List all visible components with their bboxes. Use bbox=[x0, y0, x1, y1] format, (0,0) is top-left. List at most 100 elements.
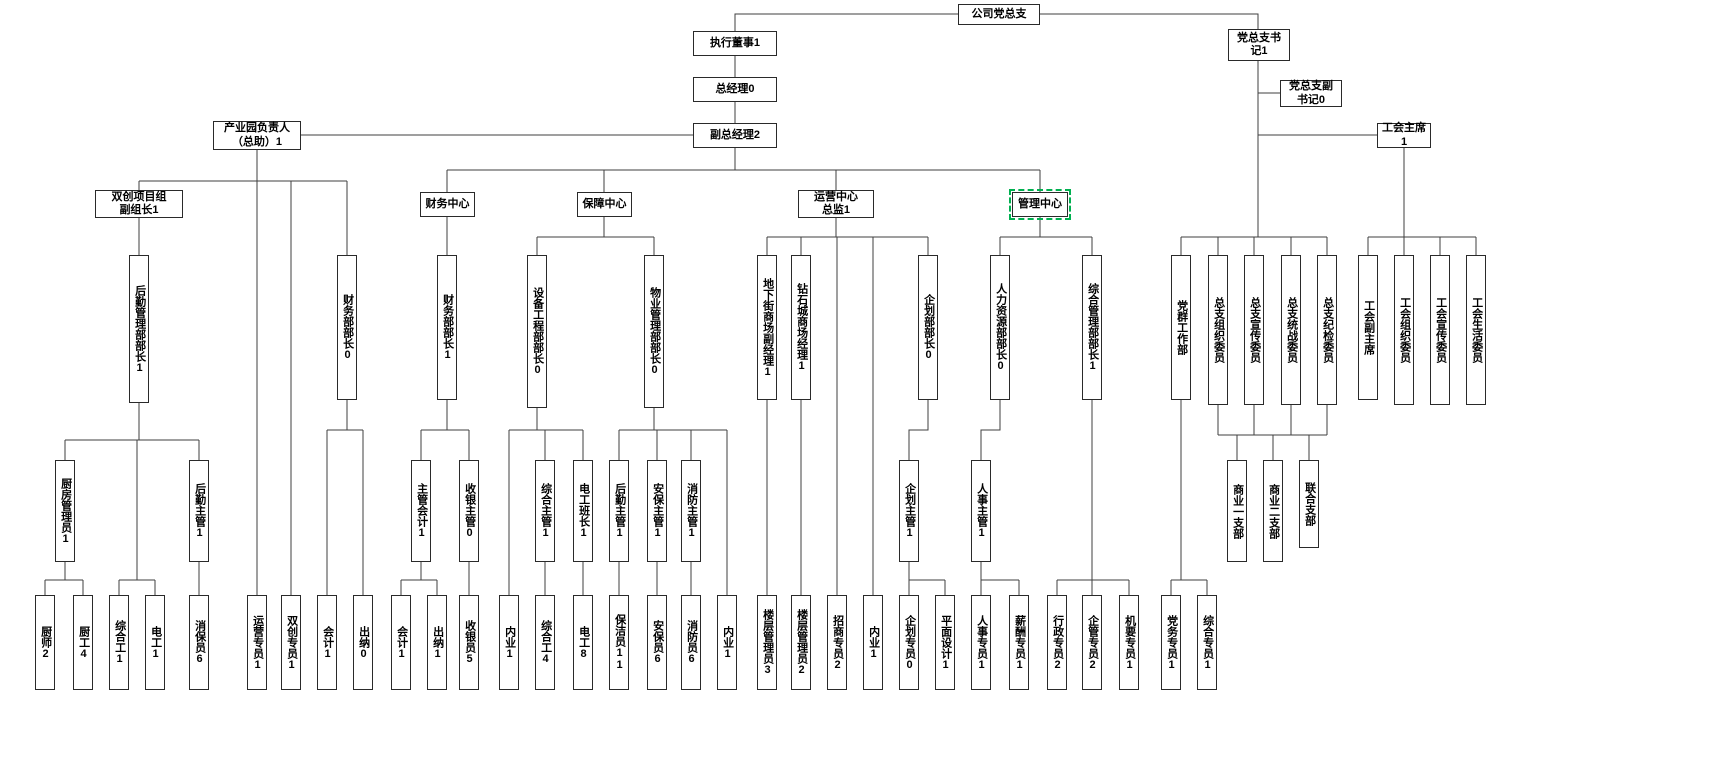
org-node-fire-security-staff[interactable]: 消保员6 bbox=[189, 595, 209, 690]
org-node-logistics-dept-head[interactable]: 后勤管理部部长1 bbox=[129, 255, 149, 403]
org-node-general-worker-b[interactable]: 综合工4 bbox=[535, 595, 555, 690]
org-node-party-mass-work-dept[interactable]: 党群工作部 bbox=[1171, 255, 1191, 400]
org-node-branch-publicity-committee[interactable]: 总支宣传委员 bbox=[1244, 255, 1264, 405]
org-node-property-mgmt-dept-head[interactable]: 物业管理部部长0 bbox=[644, 255, 664, 408]
org-node-label: 收银员5 bbox=[463, 620, 476, 665]
org-node-company-party-branch[interactable]: 公司党总支 bbox=[958, 4, 1040, 25]
org-node-label: 财务中心 bbox=[425, 197, 470, 210]
org-node-accountant-b[interactable]: 会计1 bbox=[391, 595, 411, 690]
org-node-general-manager[interactable]: 总经理0 bbox=[693, 77, 777, 102]
org-node-office-clerk-b[interactable]: 内业1 bbox=[717, 595, 737, 690]
org-node-general-specialist[interactable]: 综合专员1 bbox=[1197, 595, 1217, 690]
org-node-finance-center[interactable]: 财务中心 bbox=[420, 192, 475, 217]
org-node-cashier-out-b[interactable]: 出纳1 bbox=[427, 595, 447, 690]
org-node-finance-dept-head-0[interactable]: 财务部部长0 bbox=[337, 255, 357, 400]
org-node-branch-united-front-committee[interactable]: 总支统战委员 bbox=[1281, 255, 1301, 405]
org-node-electrician-a[interactable]: 电工1 bbox=[145, 595, 165, 690]
org-node-commercial-branch-2[interactable]: 商业二支部 bbox=[1263, 460, 1283, 562]
org-node-label: 会计1 bbox=[321, 625, 334, 660]
org-node-office-clerk-c[interactable]: 内业1 bbox=[863, 595, 883, 690]
org-node-label: 楼层管理员3 bbox=[761, 609, 774, 676]
org-node-personnel-specialist[interactable]: 人事专员1 bbox=[971, 595, 991, 690]
org-node-electrician-foreman[interactable]: 电工班长1 bbox=[573, 460, 593, 562]
org-node-general-worker-a[interactable]: 综合工1 bbox=[109, 595, 129, 690]
connector-line bbox=[1040, 13, 1259, 29]
org-node-cashier-staff[interactable]: 收银员5 bbox=[459, 595, 479, 690]
org-node-label: 厨工4 bbox=[77, 625, 90, 660]
org-node-industrial-park-head[interactable]: 产业园负责人 （总助）1 bbox=[213, 121, 301, 150]
org-node-label: 工会主席1 bbox=[1382, 122, 1426, 148]
org-node-cleaner-staff[interactable]: 保洁员11 bbox=[609, 595, 629, 690]
org-node-union-org-committee[interactable]: 工会组织委员 bbox=[1394, 255, 1414, 405]
org-node-electrician-b[interactable]: 电工8 bbox=[573, 595, 593, 690]
org-node-label: 总支宣传委员 bbox=[1248, 297, 1261, 363]
org-node-finance-dept-head-1[interactable]: 财务部部长1 bbox=[437, 255, 457, 400]
org-node-executive-director[interactable]: 执行董事1 bbox=[693, 31, 777, 56]
org-node-security-supervisor[interactable]: 安保主管1 bbox=[647, 460, 667, 562]
org-node-cashier-supervisor[interactable]: 收银主管0 bbox=[459, 460, 479, 562]
org-node-party-secretary[interactable]: 党总支书 记1 bbox=[1228, 29, 1290, 61]
org-node-general-mgmt-dept-head[interactable]: 综合管理部部长1 bbox=[1082, 255, 1102, 400]
org-node-deputy-party-secretary[interactable]: 党总支副 书记0 bbox=[1280, 80, 1342, 107]
org-node-union-chairman[interactable]: 工会主席1 bbox=[1377, 122, 1431, 148]
org-node-joint-branch[interactable]: 联合支部 bbox=[1299, 460, 1319, 548]
org-node-planning-specialist[interactable]: 企划专员0 bbox=[899, 595, 919, 690]
org-node-hr-dept-head[interactable]: 人力资源部部长0 bbox=[990, 255, 1010, 400]
org-node-planning-dept-head[interactable]: 企划部部长0 bbox=[918, 255, 938, 400]
org-node-graphic-designer[interactable]: 平面设计1 bbox=[935, 595, 955, 690]
org-node-compensation-specialist[interactable]: 薪酬专员1 bbox=[1009, 595, 1029, 690]
org-node-union-life-committee[interactable]: 工会生活委员 bbox=[1466, 255, 1486, 405]
org-node-enterprise-mgmt-specialist[interactable]: 企管专员2 bbox=[1082, 595, 1102, 690]
org-node-label: 双创专员1 bbox=[285, 614, 298, 671]
org-node-union-vice-chairman[interactable]: 工会副主席 bbox=[1358, 255, 1378, 400]
org-node-label: 电工1 bbox=[149, 625, 162, 660]
org-node-label: 安保主管1 bbox=[651, 483, 664, 539]
org-node-label: 综合工1 bbox=[113, 620, 126, 665]
org-node-party-affairs-specialist[interactable]: 党务专员1 bbox=[1161, 595, 1181, 690]
org-node-operations-specialist[interactable]: 运营专员1 bbox=[247, 595, 267, 690]
org-node-security-staff[interactable]: 安保员6 bbox=[647, 595, 667, 690]
org-node-office-clerk-a[interactable]: 内业1 bbox=[499, 595, 519, 690]
org-node-label: 双创项目组 副组长1 bbox=[111, 190, 167, 216]
org-node-leasing-specialist[interactable]: 招商专员2 bbox=[827, 595, 847, 690]
org-node-label: 总支统战委员 bbox=[1285, 297, 1298, 363]
org-node-support-center[interactable]: 保障中心 bbox=[577, 192, 632, 217]
org-node-firefighter-staff[interactable]: 消防员6 bbox=[681, 595, 701, 690]
org-node-management-center[interactable]: 管理中心 bbox=[1009, 189, 1071, 220]
org-node-label: 平面设计1 bbox=[939, 614, 952, 671]
org-node-cashier-out-a[interactable]: 出纳0 bbox=[353, 595, 373, 690]
org-node-label: 人力资源部部长0 bbox=[994, 283, 1007, 372]
org-node-general-supervisor[interactable]: 综合主管1 bbox=[535, 460, 555, 562]
org-node-innovation-specialist[interactable]: 双创专员1 bbox=[281, 595, 301, 690]
org-node-deputy-general-manager[interactable]: 副总经理2 bbox=[693, 123, 777, 148]
org-node-operations-center-director[interactable]: 运营中心 总监1 bbox=[798, 190, 874, 218]
org-node-kitchen-worker[interactable]: 厨工4 bbox=[73, 595, 93, 690]
org-node-label: 电工8 bbox=[577, 625, 590, 660]
org-node-underground-mall-deputy-manager[interactable]: 地下街商场副经理1 bbox=[757, 255, 777, 400]
org-node-personnel-supervisor[interactable]: 人事主管1 bbox=[971, 460, 991, 562]
org-node-admin-specialist[interactable]: 行政专员2 bbox=[1047, 595, 1067, 690]
org-node-equipment-eng-dept-head[interactable]: 设备工程部部长0 bbox=[527, 255, 547, 408]
connector-line bbox=[980, 400, 1001, 460]
org-node-label: 后勤管理部部长1 bbox=[133, 284, 146, 374]
org-node-diamond-city-mall-manager[interactable]: 钻石城商场经理1 bbox=[791, 255, 811, 400]
org-node-label: 工会组织委员 bbox=[1398, 297, 1411, 363]
org-node-floor-manager-b[interactable]: 楼层管理员2 bbox=[791, 595, 811, 690]
org-node-union-publicity-committee[interactable]: 工会宣传委员 bbox=[1430, 255, 1450, 405]
org-node-logistics-supervisor-a[interactable]: 后勤主管1 bbox=[189, 460, 209, 562]
org-node-chief-accountant[interactable]: 主管会计1 bbox=[411, 460, 431, 562]
org-node-fire-supervisor[interactable]: 消防主管1 bbox=[681, 460, 701, 562]
org-node-innovation-group-deputy-leader[interactable]: 双创项目组 副组长1 bbox=[95, 190, 183, 218]
org-node-planning-supervisor[interactable]: 企划主管1 bbox=[899, 460, 919, 562]
org-node-label: 出纳0 bbox=[357, 625, 370, 660]
org-node-floor-manager-a[interactable]: 楼层管理员3 bbox=[757, 595, 777, 690]
org-node-branch-org-committee[interactable]: 总支组织委员 bbox=[1208, 255, 1228, 405]
org-node-commercial-branch-1[interactable]: 商业一支部 bbox=[1227, 460, 1247, 562]
org-node-label: 保洁员11 bbox=[613, 614, 626, 671]
org-node-chef[interactable]: 厨师2 bbox=[35, 595, 55, 690]
org-node-logistics-supervisor-b[interactable]: 后勤主管1 bbox=[609, 460, 629, 562]
org-node-branch-discipline-committee[interactable]: 总支纪检委员 bbox=[1317, 255, 1337, 405]
org-node-confidential-specialist[interactable]: 机要专员1 bbox=[1119, 595, 1139, 690]
org-node-kitchen-manager[interactable]: 厨房管理员1 bbox=[55, 460, 75, 562]
org-node-accountant-a[interactable]: 会计1 bbox=[317, 595, 337, 690]
